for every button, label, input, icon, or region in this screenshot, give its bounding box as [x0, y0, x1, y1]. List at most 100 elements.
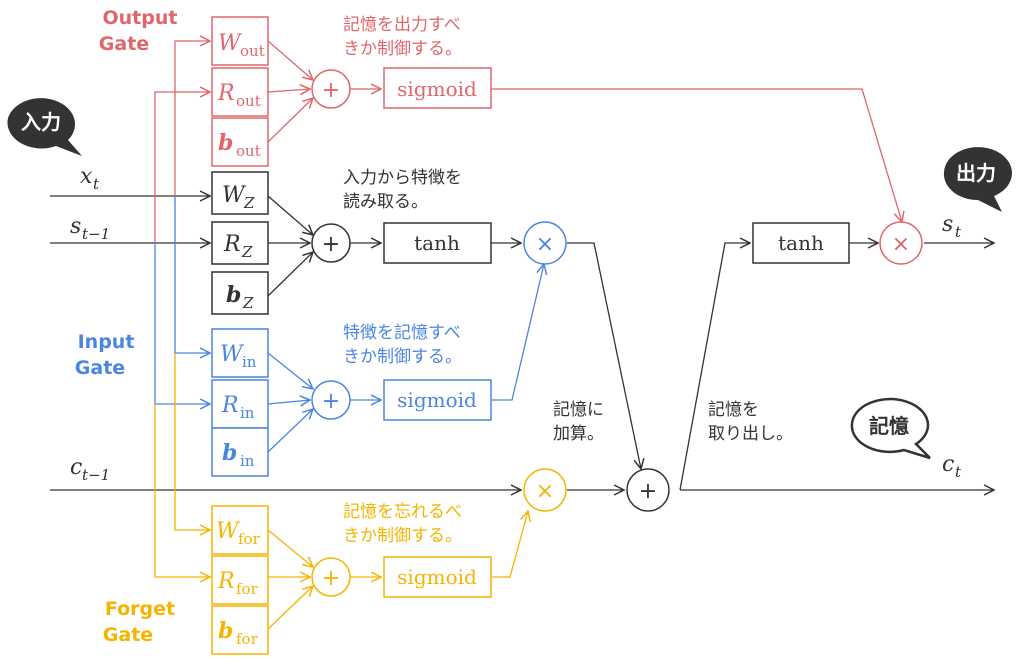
- svg-text:Gate: Gate: [99, 33, 149, 55]
- svg-text:+: +: [322, 566, 340, 591]
- svg-text:Output: Output: [103, 7, 178, 29]
- svg-text:きか制御する。: きか制御する。: [343, 526, 462, 546]
- svg-text:R: R: [217, 569, 235, 594]
- forget-gate-sum-node: +: [311, 557, 351, 597]
- svg-text:Z: Z: [243, 194, 255, 212]
- signal-s-label: s t: [942, 212, 962, 241]
- svg-text:W: W: [216, 519, 241, 544]
- svg-text:x: x: [80, 164, 93, 189]
- bias-box-b-z: b Z: [211, 271, 269, 315]
- svg-text:sigmoid: sigmoid: [397, 388, 477, 412]
- svg-text:きか制御する。: きか制御する。: [343, 347, 462, 367]
- svg-text:out: out: [236, 92, 261, 110]
- weight-box-w-in: W in: [211, 328, 269, 378]
- svg-text:t: t: [93, 175, 100, 193]
- signal-x-label: x t: [80, 164, 100, 193]
- bias-box-b-in: b in: [211, 427, 269, 477]
- svg-text:加算。: 加算。: [553, 424, 604, 444]
- svg-text:out: out: [236, 142, 261, 160]
- svg-text:t: t: [955, 463, 962, 481]
- signal-c-prev-label: c t−1: [70, 455, 110, 484]
- weight-box-w-for: W for: [211, 505, 269, 555]
- add-memory-note: 記憶に 加算。: [553, 400, 604, 444]
- svg-text:s: s: [942, 212, 953, 237]
- output-tanh-box: tanh: [752, 222, 850, 264]
- svg-text:記憶に: 記憶に: [553, 400, 604, 420]
- svg-text:R: R: [221, 393, 239, 418]
- svg-text:for: for: [236, 630, 259, 648]
- svg-text:読み取る。: 読み取る。: [343, 192, 428, 212]
- svg-text:t−1: t−1: [82, 466, 110, 484]
- forget-multiply-node: ×: [523, 468, 567, 512]
- svg-text:特徴を記憶すべ: 特徴を記憶すべ: [343, 323, 461, 343]
- svg-text:+: +: [322, 232, 340, 257]
- svg-text:+: +: [639, 479, 657, 504]
- svg-text:Forget: Forget: [105, 598, 175, 620]
- output-gate-sum-node: +: [311, 69, 351, 109]
- svg-text:out: out: [240, 42, 265, 60]
- svg-text:in: in: [242, 353, 257, 371]
- candidate-sum-node: +: [311, 223, 351, 263]
- output-gate-note: 記憶を出力すべ きか制御する。: [343, 15, 462, 59]
- svg-text:W: W: [218, 31, 243, 56]
- svg-text:b: b: [218, 130, 233, 156]
- input-gate-sigmoid-box: sigmoid: [383, 379, 492, 421]
- svg-text:for: for: [236, 580, 259, 598]
- svg-text:記憶を忘れるべ: 記憶を忘れるべ: [343, 502, 462, 522]
- input-gate-sum-node: +: [311, 380, 351, 420]
- weight-box-r-in: R in: [211, 379, 269, 429]
- svg-text:+: +: [322, 78, 340, 103]
- svg-text:×: ×: [536, 232, 554, 257]
- extract-memory-note: 記憶を 取り出し。: [708, 400, 793, 444]
- svg-text:Gate: Gate: [103, 624, 153, 646]
- forget-gate-label: Forget Gate: [103, 598, 175, 646]
- svg-text:記憶を出力すべ: 記憶を出力すべ: [343, 15, 461, 35]
- svg-text:Z: Z: [241, 243, 253, 261]
- forget-gate-sigmoid-box: sigmoid: [383, 556, 492, 598]
- svg-text:b: b: [226, 282, 241, 308]
- weight-box-r-out: R out: [211, 67, 269, 117]
- bias-box-b-out: b out: [211, 117, 269, 167]
- weight-box-r-for: R for: [211, 555, 269, 605]
- svg-text:+: +: [322, 389, 340, 414]
- signal-s-prev-label: s t−1: [70, 214, 110, 243]
- candidate-tanh-box: tanh: [383, 222, 492, 264]
- svg-text:for: for: [238, 530, 261, 548]
- svg-text:t: t: [955, 223, 962, 241]
- output-bubble: 出力: [943, 147, 1012, 212]
- weight-box-w-z: W Z: [211, 171, 269, 215]
- output-gate-sigmoid-box: sigmoid: [383, 67, 492, 109]
- svg-text:きか制御する。: きか制御する。: [343, 39, 462, 59]
- svg-text:tanh: tanh: [414, 231, 460, 255]
- forget-gate-note: 記憶を忘れるべ きか制御する。: [343, 502, 462, 546]
- candidate-note: 入力から特徴を 読み取る。: [343, 168, 462, 212]
- forget-gate-connections: [154, 353, 528, 630]
- svg-text:sigmoid: sigmoid: [397, 77, 477, 101]
- output-bubble-label: 出力: [956, 161, 996, 185]
- svg-text:Z: Z: [242, 294, 254, 312]
- svg-text:入力から特徴を: 入力から特徴を: [343, 168, 462, 188]
- input-gate-note: 特徴を記憶すべ きか制御する。: [343, 323, 462, 367]
- svg-text:b: b: [222, 440, 237, 466]
- svg-text:Gate: Gate: [75, 357, 125, 379]
- input-gate-label: Input Gate: [75, 331, 135, 379]
- svg-text:記憶を: 記憶を: [708, 400, 759, 420]
- output-gate-label: Output Gate: [99, 7, 178, 55]
- input-bubble: 入力: [7, 98, 83, 156]
- memory-bubble: 記憶: [850, 397, 931, 460]
- svg-text:tanh: tanh: [778, 231, 824, 255]
- svg-text:R: R: [217, 81, 235, 106]
- svg-text:c: c: [70, 455, 82, 480]
- svg-text:in: in: [240, 452, 255, 470]
- memory-sum-node: +: [626, 468, 670, 512]
- svg-text:×: ×: [892, 232, 910, 257]
- svg-text:in: in: [240, 404, 255, 422]
- svg-text:sigmoid: sigmoid: [397, 565, 477, 589]
- svg-text:t−1: t−1: [82, 225, 110, 243]
- signal-c-label: c t: [942, 452, 962, 481]
- svg-text:取り出し。: 取り出し。: [708, 424, 793, 444]
- svg-text:R: R: [223, 232, 241, 257]
- output-multiply-node: ×: [879, 221, 923, 265]
- svg-text:×: ×: [536, 479, 554, 504]
